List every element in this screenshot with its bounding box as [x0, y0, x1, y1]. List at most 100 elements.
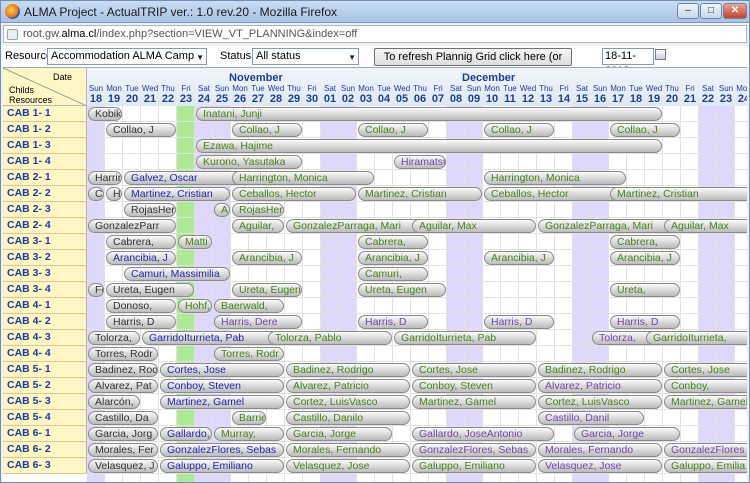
booking-bar[interactable]: Harris, D: [484, 315, 554, 329]
resource-label[interactable]: CAB 3- 3: [3, 266, 87, 282]
day-number[interactable]: 01: [323, 93, 337, 105]
booking-bar[interactable]: Cabrera,: [610, 235, 680, 249]
booking-bar[interactable]: Kurono, Yasutaka: [196, 155, 302, 169]
booking-bar[interactable]: Alvarez, Pat: [88, 379, 158, 393]
day-number[interactable]: 20: [665, 93, 679, 105]
resource-label[interactable]: CAB 2- 1: [3, 170, 87, 186]
booking-bar[interactable]: Collao, J: [484, 123, 554, 137]
booking-bar[interactable]: Harris, D: [610, 315, 680, 329]
resource-label[interactable]: CAB 2- 2: [3, 186, 87, 202]
day-number[interactable]: 06: [413, 93, 427, 105]
booking-bar[interactable]: Cortes, Jose: [160, 363, 284, 377]
booking-bar[interactable]: Arancibia, J: [232, 251, 302, 265]
booking-bar[interactable]: Tolorza, Pablo: [268, 331, 392, 345]
booking-bar[interactable]: Arancibia, J: [358, 251, 428, 265]
booking-bar[interactable]: Arancibia, J: [610, 251, 680, 265]
day-number[interactable]: 14: [557, 93, 571, 105]
booking-bar[interactable]: GonzalezFlores: [664, 443, 747, 457]
booking-bar[interactable]: Garcia, Jorge: [286, 427, 392, 441]
booking-bar[interactable]: Velasquez, Jose: [286, 459, 410, 473]
booking-bar[interactable]: Harrington, Monica: [484, 171, 626, 185]
booking-bar[interactable]: Hohf,: [178, 299, 212, 313]
booking-bar[interactable]: A: [214, 203, 230, 217]
resource-label[interactable]: CAB 4- 2: [3, 314, 87, 330]
booking-bar[interactable]: Ureta, Eugen: [232, 283, 302, 297]
day-number[interactable]: 04: [377, 93, 391, 105]
booking-bar[interactable]: Donoso,: [106, 299, 176, 313]
day-number[interactable]: 09: [467, 93, 481, 105]
booking-bar[interactable]: Martinez, Cristian: [610, 187, 747, 201]
booking-bar[interactable]: Barrie: [232, 411, 266, 425]
resource-label[interactable]: CAB 5- 2: [3, 378, 87, 394]
day-number[interactable]: 07: [431, 93, 445, 105]
booking-bar[interactable]: Morales, Fernando: [286, 443, 410, 457]
day-number[interactable]: 18: [89, 93, 103, 105]
booking-bar[interactable]: Camuri, Massimilia: [124, 267, 230, 281]
booking-bar[interactable]: Harris, Dere: [214, 315, 302, 329]
day-number[interactable]: 21: [143, 93, 157, 105]
booking-bar[interactable]: Ceb: [88, 187, 104, 201]
booking-bar[interactable]: Baerwald,: [214, 299, 284, 313]
day-number[interactable]: 03: [359, 93, 373, 105]
booking-bar[interactable]: RojasHer: [124, 203, 176, 217]
booking-bar[interactable]: Conboy,: [664, 379, 747, 393]
booking-bar[interactable]: Conboy, Steven: [412, 379, 536, 393]
day-number[interactable]: 22: [701, 93, 715, 105]
booking-bar[interactable]: Garcia, Jorge: [574, 427, 680, 441]
day-number[interactable]: 23: [719, 93, 733, 105]
day-number[interactable]: 27: [251, 93, 265, 105]
booking-bar[interactable]: Inatani, Junji: [196, 107, 662, 121]
booking-bar[interactable]: Castillo, Danil: [538, 411, 644, 425]
calendar-icon[interactable]: [655, 49, 666, 60]
day-number[interactable]: 02: [341, 93, 355, 105]
resource-label[interactable]: CAB 6- 2: [3, 442, 87, 458]
day-number[interactable]: 15: [575, 93, 589, 105]
booking-bar[interactable]: Tolorza,: [592, 331, 662, 345]
booking-bar[interactable]: Alarcón,: [88, 395, 140, 409]
booking-bar[interactable]: Ureta, Eugen: [358, 283, 446, 297]
resource-label[interactable]: CAB 3- 2: [3, 250, 87, 266]
booking-bar[interactable]: Cortez, LuisVasco: [286, 395, 410, 409]
day-number[interactable]: 12: [521, 93, 535, 105]
resource-label[interactable]: CAB 2- 4: [3, 218, 87, 234]
booking-bar[interactable]: RojasHer: [232, 203, 284, 217]
booking-bar[interactable]: Alvarez, Patricio: [286, 379, 410, 393]
booking-bar[interactable]: Torres, Rodr: [214, 347, 284, 361]
date-field[interactable]: 18-11-2012: [602, 48, 654, 77]
booking-bar[interactable]: Arancibia, J: [484, 251, 554, 265]
booking-bar[interactable]: GonzalezFlores, Sebas: [412, 443, 536, 457]
resource-select[interactable]: Accommodation ALMA Camp▼: [47, 48, 207, 65]
booking-bar[interactable]: Harris, D: [358, 315, 428, 329]
day-number[interactable]: 05: [395, 93, 409, 105]
booking-bar[interactable]: Velasquez, J: [88, 459, 158, 473]
resource-label[interactable]: CAB 1- 3: [3, 138, 87, 154]
day-number[interactable]: 16: [593, 93, 607, 105]
booking-bar[interactable]: Cabrera,: [106, 235, 176, 249]
booking-bar[interactable]: Morales, Fernando: [538, 443, 662, 457]
booking-bar[interactable]: Velasquez, Jose: [538, 459, 662, 473]
booking-bar[interactable]: Galvez, Oscar: [124, 171, 248, 185]
booking-bar[interactable]: Cortes, Jose: [664, 363, 747, 377]
booking-bar[interactable]: GonzalezParr: [88, 219, 176, 233]
resource-label[interactable]: CAB 4- 3: [3, 330, 87, 346]
day-number[interactable]: 11: [504, 93, 516, 105]
day-number[interactable]: 25: [215, 93, 229, 105]
address-bar[interactable]: root.gw.alma.cl/index.php?section=VIEW_V…: [3, 25, 747, 43]
resource-label[interactable]: CAB 3- 1: [3, 234, 87, 250]
day-number[interactable]: 26: [233, 93, 247, 105]
booking-bar[interactable]: GonzalezFlores, Sebas: [160, 443, 284, 457]
booking-bar[interactable]: Collao, J: [232, 123, 302, 137]
resource-label[interactable]: CAB 5- 4: [3, 410, 87, 426]
booking-bar[interactable]: Badinez, Rodrigo: [286, 363, 410, 377]
booking-bar[interactable]: Tolorza,: [88, 331, 140, 345]
booking-bar[interactable]: H: [106, 187, 122, 201]
booking-bar[interactable]: Cabrera,: [358, 235, 428, 249]
booking-bar[interactable]: GonzalezParraga, Mari: [286, 219, 428, 233]
booking-bar[interactable]: Galuppo, Emiliano: [412, 459, 536, 473]
booking-bar[interactable]: Collao, J: [610, 123, 680, 137]
booking-bar[interactable]: Aguilar,: [232, 219, 284, 233]
resource-label[interactable]: CAB 1- 1: [3, 106, 87, 122]
booking-bar[interactable]: Collao, J: [358, 123, 428, 137]
minimize-button[interactable]: –: [677, 3, 699, 19]
day-number[interactable]: 18: [629, 93, 643, 105]
